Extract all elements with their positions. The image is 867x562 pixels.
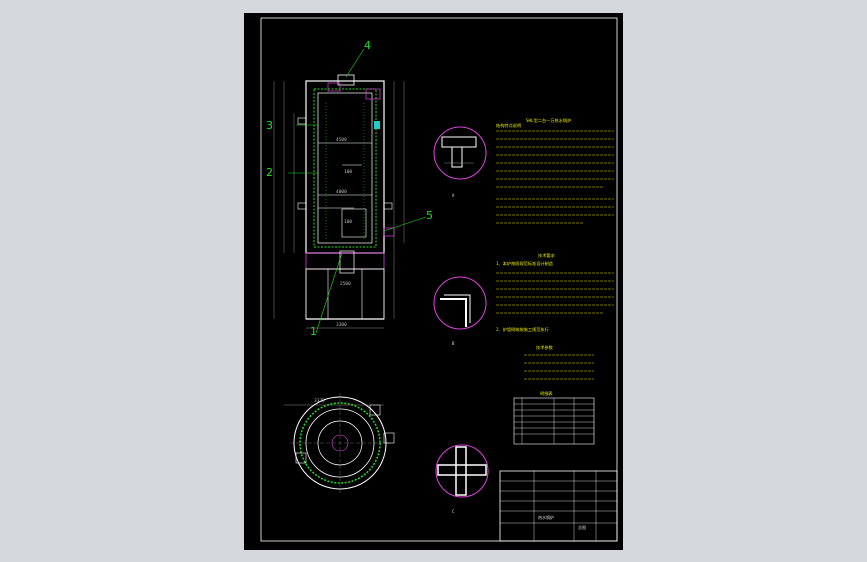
dim-3300: 3300 — [336, 322, 347, 328]
tech-requirement-2: 2、炉墙砌筑按施工规范执行 — [496, 326, 549, 333]
dim-4000: 4000 — [336, 189, 347, 195]
notes-title: SHL型二台一万热水锅炉 — [526, 117, 571, 124]
detail-view-c — [435, 444, 489, 498]
parts-table-title: 明细表 — [540, 390, 553, 397]
drawing-frame — [260, 17, 618, 542]
params-title: 技术参数 — [536, 344, 554, 351]
tech-requirement-1: 1、本炉按照规范标准设计制造 — [496, 260, 554, 267]
drawing-sheet: 3 2 4 5 1 4500 4000 3300 3375 2500 100 1… — [244, 13, 623, 550]
callout-3: 3 — [266, 119, 273, 132]
cad-drawing: 3 2 4 5 1 4500 4000 3300 3375 2500 100 1… — [260, 17, 618, 542]
tech-requirements-title: 技术要求 — [538, 252, 556, 259]
title-block — [499, 470, 618, 542]
detail-view-b — [433, 276, 487, 330]
dim-3375: 3375 — [314, 398, 325, 404]
dim-100-a: 100 — [344, 169, 352, 175]
dim-100-b: 100 — [344, 219, 352, 225]
plan-view — [284, 393, 395, 493]
detail-view-a — [433, 126, 487, 180]
callout-1: 1 — [310, 325, 317, 338]
elevation-view — [273, 48, 427, 334]
view-label-c: C — [452, 509, 455, 514]
title-block-name: 热水锅炉 — [538, 514, 554, 520]
notes-text-lines — [496, 130, 614, 380]
dim-4500: 4500 — [336, 137, 347, 143]
callout-5: 5 — [426, 209, 433, 222]
callout-2: 2 — [266, 166, 273, 179]
title-block-number: 总图 — [578, 524, 586, 530]
parts-table — [513, 397, 595, 445]
notes-section: 结构特点说明 — [496, 122, 521, 129]
callout-4: 4 — [364, 39, 371, 52]
dim-2500: 2500 — [340, 281, 351, 287]
view-label-b: B — [452, 341, 455, 346]
view-label-a: A — [452, 193, 455, 198]
